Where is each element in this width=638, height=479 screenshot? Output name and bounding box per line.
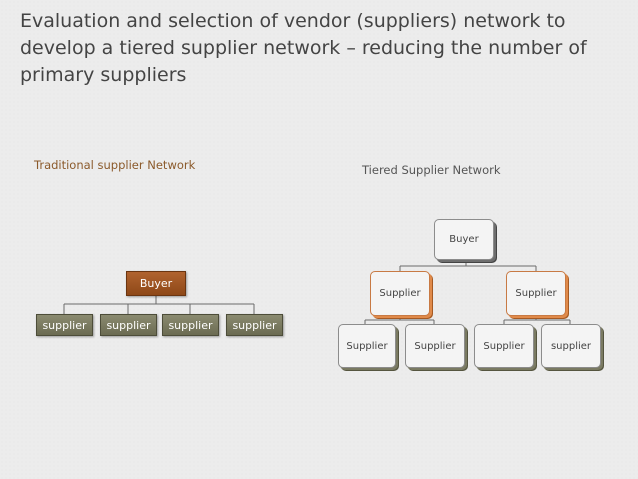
tier2-supplier-node-2: Supplier [405, 324, 465, 368]
tier2-supplier-node-3: Supplier [474, 324, 534, 368]
tier2-supplier-node-4: supplier [541, 324, 601, 368]
tiered-network-heading: Tiered Supplier Network [362, 163, 501, 177]
traditional-buyer-node: Buyer [126, 271, 186, 296]
traditional-supplier-node-3: supplier [162, 314, 219, 336]
tier1-supplier-node-2: Supplier [506, 271, 566, 316]
tier1-supplier-node-1: Supplier [370, 271, 430, 316]
traditional-supplier-node-2: supplier [100, 314, 157, 336]
page-title: Evaluation and selection of vendor (supp… [20, 10, 587, 86]
traditional-network-heading: Traditional supplier Network [34, 158, 196, 172]
tier2-supplier-node-1: Supplier [338, 324, 396, 368]
tiered-buyer-node: Buyer [434, 219, 494, 260]
traditional-supplier-node-4: supplier [226, 314, 283, 336]
traditional-supplier-node-1: supplier [36, 314, 93, 336]
